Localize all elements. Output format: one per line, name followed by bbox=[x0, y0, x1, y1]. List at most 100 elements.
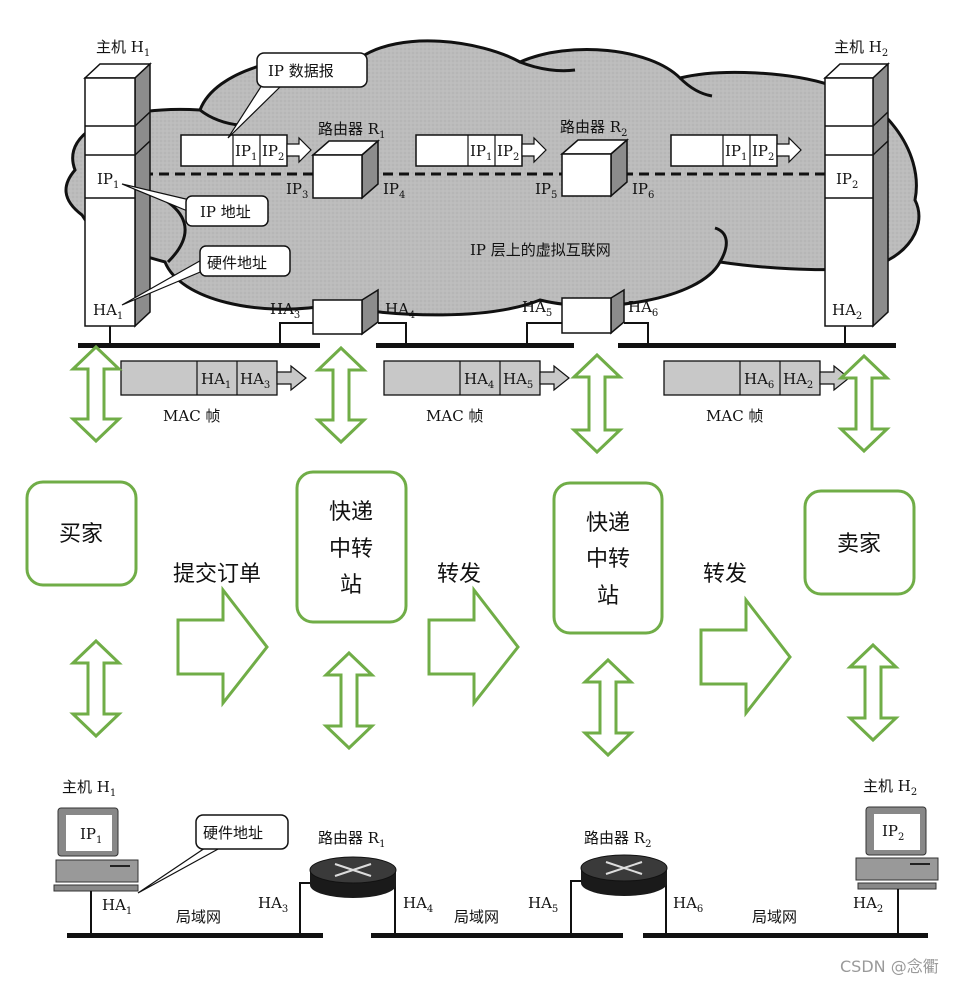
step-forward-1: 转发 bbox=[437, 562, 481, 587]
mac-frame-label: MAC 帧 bbox=[706, 407, 763, 425]
watermark: CSDN @念衢 bbox=[840, 957, 939, 976]
double-arrow-icon bbox=[69, 344, 123, 444]
datagram-dst-ip: IP2 bbox=[752, 142, 774, 163]
step-forward-2: 转发 bbox=[703, 562, 747, 587]
callout-hardware-address: 硬件地址 bbox=[121, 245, 291, 306]
svg-text:中转: 中转 bbox=[329, 537, 373, 562]
host-h1-ip: IP1 bbox=[97, 170, 119, 191]
buyer-label: 买家 bbox=[59, 522, 103, 547]
arrow-right-icon bbox=[286, 136, 312, 164]
router-r2-icon[interactable] bbox=[570, 854, 668, 935]
computer-h1-icon[interactable] bbox=[53, 807, 139, 935]
frame-dst-ha: HA2 bbox=[783, 370, 813, 391]
lan-label-3: 局域网 bbox=[752, 908, 797, 926]
svg-text:硬件地址: 硬件地址 bbox=[207, 254, 267, 272]
host-h2-stack[interactable] bbox=[823, 62, 890, 345]
lan-bar-3 bbox=[618, 343, 896, 348]
router-r2-title: 路由器 R2 bbox=[560, 118, 627, 139]
bottom-callout-hardware-address: 硬件地址 bbox=[137, 814, 289, 894]
computer-h2-icon[interactable] bbox=[855, 806, 939, 935]
datagram-dst-ip: IP2 bbox=[262, 142, 284, 163]
double-arrow-icon bbox=[570, 352, 624, 455]
arrow-right-icon bbox=[521, 136, 547, 164]
arrow-right-icon bbox=[539, 364, 570, 392]
router-r1-title: 路由器 R1 bbox=[318, 120, 385, 141]
double-arrow-icon bbox=[314, 345, 368, 445]
bottom-host-h1-ha: HA1 bbox=[102, 896, 132, 917]
router-r2-ip-in: IP5 bbox=[535, 180, 557, 201]
right-arrow-icon bbox=[427, 585, 520, 708]
frame-dst-ha: HA3 bbox=[240, 370, 270, 391]
seller-label: 卖家 bbox=[837, 532, 881, 557]
router-r1-icon[interactable] bbox=[299, 856, 397, 935]
svg-text:站: 站 bbox=[597, 584, 619, 609]
host-h1-title: 主机 H1 bbox=[96, 38, 150, 59]
callout-ip-datagram: IP 数据报 bbox=[227, 52, 368, 139]
buyer-box[interactable]: 买家 bbox=[25, 480, 138, 587]
bottom-host-h2-ip: IP2 bbox=[882, 822, 904, 843]
bottom-host-h1-ip: IP1 bbox=[80, 825, 102, 846]
arrow-right-icon bbox=[776, 136, 802, 164]
lan-bar-1 bbox=[78, 343, 320, 348]
svg-text:站: 站 bbox=[340, 573, 362, 598]
router-r2-ha-in: HA5 bbox=[522, 298, 552, 319]
frame-src-ha: HA6 bbox=[744, 370, 774, 391]
bottom-lan-3 bbox=[643, 933, 928, 938]
bottom-router-r2-ha-in: HA5 bbox=[528, 894, 558, 915]
router-r2-box[interactable] bbox=[526, 138, 649, 345]
lan-bar-2 bbox=[376, 343, 574, 348]
station-2-box[interactable]: 快递 中转 站 bbox=[552, 481, 664, 635]
router-r2-ip-out: IP6 bbox=[632, 180, 654, 201]
host-h2-title: 主机 H2 bbox=[834, 38, 888, 59]
router-r2-ha-out: HA6 bbox=[628, 298, 658, 319]
mac-frame-label: MAC 帧 bbox=[163, 407, 220, 425]
frame-src-ha: HA1 bbox=[201, 370, 231, 391]
datagram-src-ip: IP1 bbox=[470, 142, 492, 163]
svg-text:IP 地址: IP 地址 bbox=[200, 203, 251, 221]
bottom-lan-1 bbox=[67, 933, 323, 938]
lan-label-1: 局域网 bbox=[176, 908, 221, 926]
svg-text:IP 数据报: IP 数据报 bbox=[268, 62, 334, 80]
lan-label-2: 局域网 bbox=[454, 908, 499, 926]
station-1-box[interactable]: 快递 中转 站 bbox=[295, 470, 408, 624]
double-arrow-icon bbox=[322, 650, 376, 751]
host-h1-ha: HA1 bbox=[93, 301, 123, 322]
right-arrow-icon bbox=[699, 595, 792, 718]
svg-text:快递: 快递 bbox=[586, 511, 630, 536]
double-arrow-icon bbox=[69, 638, 123, 739]
router-r1-box[interactable] bbox=[279, 139, 407, 345]
seller-box[interactable]: 卖家 bbox=[803, 489, 916, 596]
host-h1-stack[interactable] bbox=[83, 62, 152, 345]
double-arrow-icon bbox=[846, 642, 900, 743]
bottom-host-h1-title: 主机 H1 bbox=[62, 778, 116, 799]
svg-text:中转: 中转 bbox=[586, 547, 630, 572]
svg-text:硬件地址: 硬件地址 bbox=[203, 824, 263, 842]
double-arrow-icon bbox=[837, 353, 891, 454]
frame-src-ha: HA4 bbox=[464, 370, 494, 391]
router-r1-ha-out: HA4 bbox=[385, 300, 415, 321]
right-arrow-icon bbox=[176, 585, 269, 708]
vertical-arrows bbox=[69, 344, 900, 758]
host-h2-ip: IP2 bbox=[836, 170, 858, 191]
double-arrow-icon bbox=[581, 657, 635, 758]
step-submit-order: 提交订单 bbox=[173, 562, 261, 587]
svg-text:快递: 快递 bbox=[329, 500, 373, 525]
callout-ip-address: IP 地址 bbox=[121, 183, 269, 227]
router-r1-ip-out: IP4 bbox=[383, 180, 405, 201]
datagram-dst-ip: IP2 bbox=[497, 142, 519, 163]
bottom-lan-2 bbox=[371, 933, 623, 938]
bottom-router-r2-title: 路由器 R2 bbox=[584, 829, 651, 850]
right-arrows bbox=[176, 585, 792, 718]
host-h2-ha: HA2 bbox=[832, 301, 862, 322]
bottom-router-r1-ha-out: HA4 bbox=[403, 894, 433, 915]
bottom-router-r1-title: 路由器 R1 bbox=[318, 829, 385, 850]
